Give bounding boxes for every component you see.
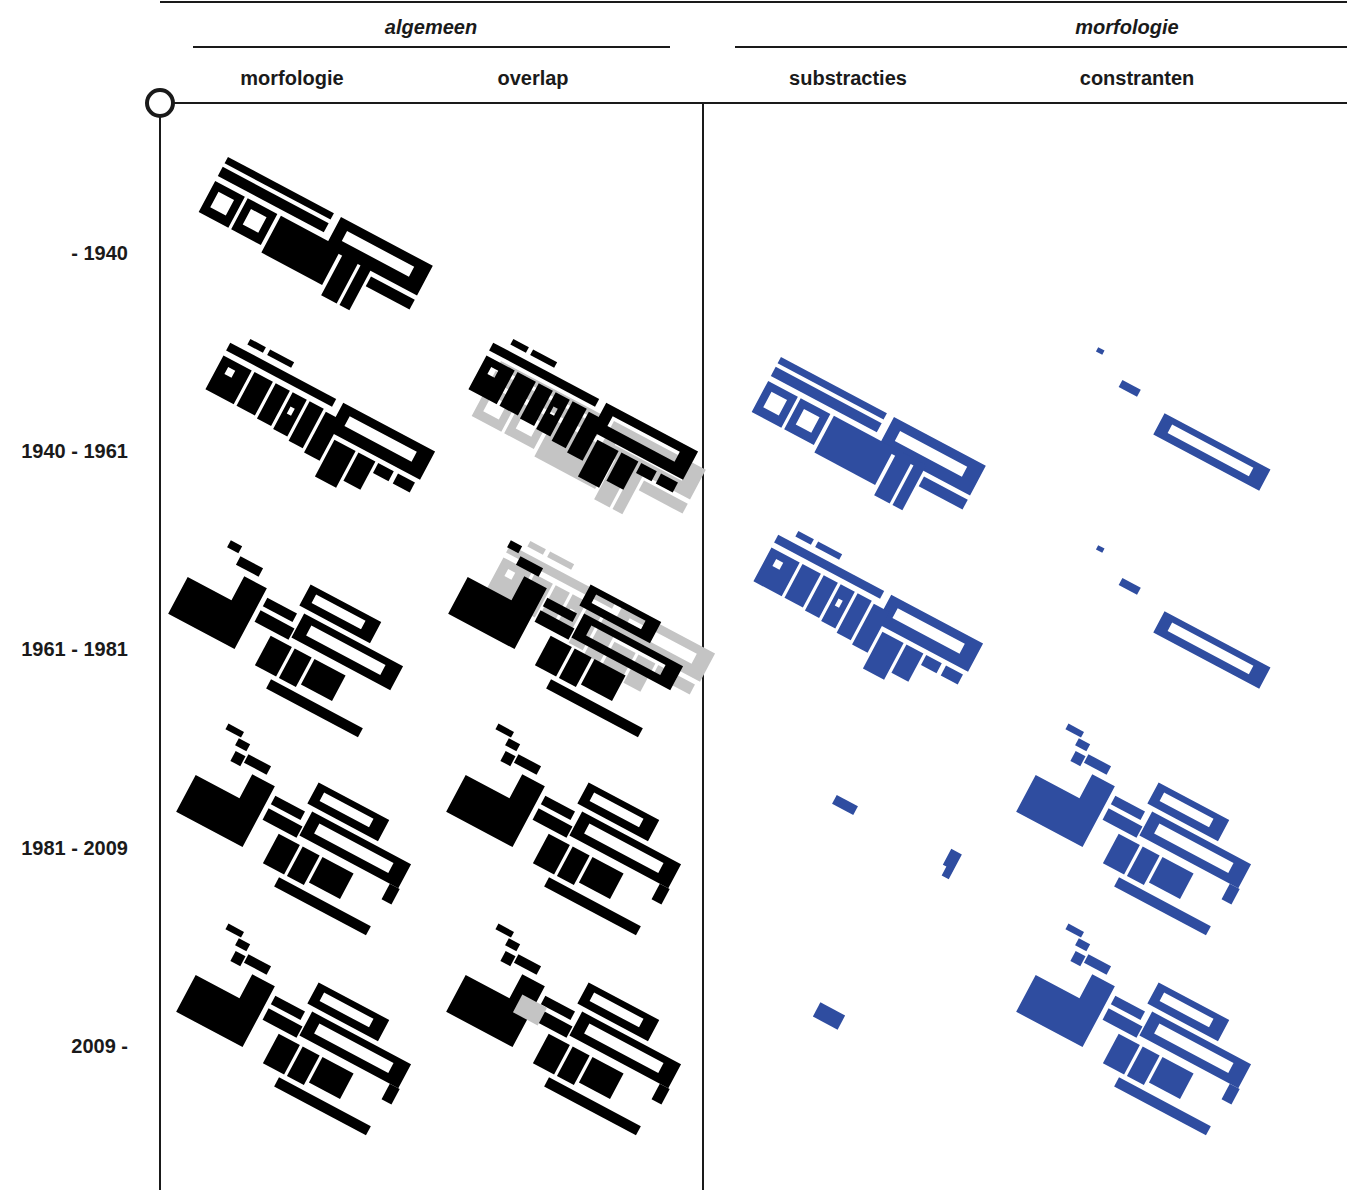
- period-label: 2009 -: [71, 1036, 128, 1056]
- column-heading: overlap: [497, 68, 568, 88]
- group-heading: algemeen: [385, 17, 477, 37]
- column-heading: morfologie: [240, 68, 343, 88]
- group-heading: morfologie: [1075, 17, 1178, 37]
- column-heading: constranten: [1080, 68, 1194, 88]
- period-label: 1981 - 2009: [21, 838, 128, 858]
- period-label: 1961 - 1981: [21, 639, 128, 659]
- period-label: - 1940: [71, 243, 128, 263]
- column-heading: substracties: [789, 68, 907, 88]
- period-label: 1940 - 1961: [21, 441, 128, 461]
